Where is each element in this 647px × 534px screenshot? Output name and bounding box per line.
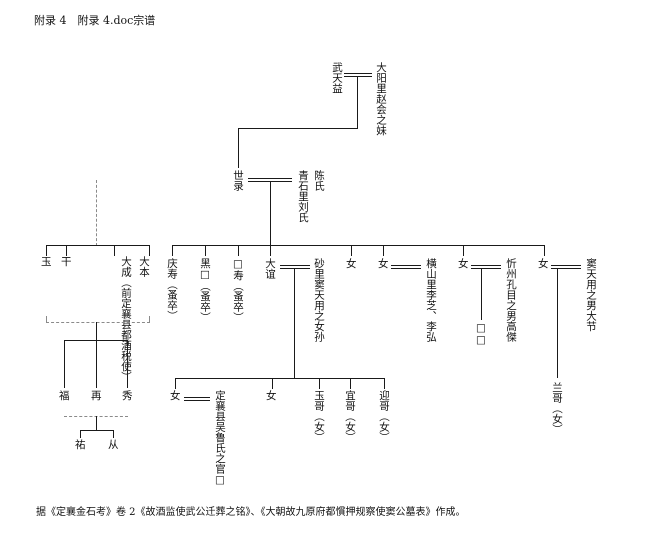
- marriage-line: [184, 397, 210, 398]
- person-left-fu: 福: [59, 390, 70, 402]
- person-nv4-child: 兰哥（女）: [551, 382, 563, 435]
- person-g3-nv2: 女: [266, 390, 277, 402]
- marriage-line: [471, 265, 501, 266]
- person-chen-shi: 陈氏: [313, 170, 325, 191]
- person-heizhen: 黑□（蚤卒）: [199, 258, 211, 323]
- tick-line: [350, 378, 351, 389]
- marriage-line: [471, 268, 501, 269]
- person-left-gan: 干: [61, 256, 72, 268]
- uncertain-descent-line: [96, 180, 97, 246]
- tick-line: [319, 378, 320, 389]
- person-left-cong: 从: [108, 439, 119, 451]
- person-left-yu: 玉: [41, 256, 52, 268]
- person-dafu: 大谊: [264, 258, 276, 279]
- marriage-line: [184, 400, 210, 401]
- tick-line: [384, 378, 385, 389]
- tick-line: [351, 245, 352, 256]
- tick-line: [149, 245, 150, 256]
- person-left-dacheng: 大成（前定襄县都酒税使）: [120, 256, 132, 382]
- descent-line: [557, 268, 558, 378]
- person-nv2-husband: 横山里李芝、李弘: [425, 258, 437, 342]
- person-nv1: 女: [346, 258, 357, 270]
- descent-line: [481, 268, 482, 320]
- tick-line: [80, 430, 81, 438]
- person-nv3-husband: 忻州孔目之男高傑: [505, 258, 517, 342]
- person-nv4-husband: 窦天用之男大节: [585, 258, 597, 332]
- person-zhao-wife: 大阳里赵会之妹: [375, 62, 387, 136]
- tick-line: [66, 245, 67, 256]
- tick-line: [96, 340, 97, 388]
- descent-line: [357, 76, 358, 128]
- tick-line: [127, 340, 128, 388]
- tick-line: [172, 245, 173, 256]
- person-left-daben: 大本: [138, 256, 150, 277]
- person-g3-nv1-husband: 定襄县吴鲁氏之官□: [214, 390, 226, 486]
- descent-line: [96, 416, 97, 430]
- person-nv4: 女: [538, 258, 549, 270]
- descent-line: [294, 268, 295, 378]
- tick-line: [46, 245, 47, 256]
- tick-line: [383, 245, 384, 256]
- tick-line: [272, 378, 273, 389]
- marriage-line: [551, 268, 581, 269]
- descent-line: [96, 322, 97, 340]
- tick-line: [149, 316, 150, 322]
- marriage-line: [391, 268, 421, 269]
- person-yinge: 迎哥（女）: [378, 390, 390, 443]
- source-footnote: 据《定襄金石考》卷 2《故酒监使武公迁葬之铭》、《大朝故九原府都慣押规察使窦公墓…: [36, 507, 466, 518]
- sibling-line: [175, 378, 385, 379]
- tick-line: [238, 245, 239, 256]
- marriage-line: [344, 73, 372, 74]
- person-dafu-wife: 砂里窦天用之女孙: [313, 258, 325, 342]
- tick-line: [64, 340, 65, 388]
- tick-line: [113, 430, 114, 438]
- tick-line: [544, 245, 545, 256]
- person-nv3: 女: [458, 258, 469, 270]
- page-header: 附录 4 附录 4.doc宗谱: [34, 14, 156, 27]
- person-yige: 宜哥（女）: [344, 390, 356, 443]
- marriage-line: [280, 268, 310, 269]
- marriage-line: [391, 265, 421, 266]
- marriage-line: [344, 76, 372, 77]
- tick-line: [114, 245, 115, 256]
- sibling-line: [80, 430, 114, 431]
- tick-line: [175, 378, 176, 389]
- sibling-line: [46, 245, 150, 246]
- person-nv2: 女: [378, 258, 389, 270]
- person-qingshou: 庆寿（蚤卒）: [166, 258, 178, 321]
- person-wu-tianyi: 武天益: [331, 62, 343, 94]
- person-yuge: 玉哥（女）: [313, 390, 325, 443]
- person-shilu: 世录: [232, 170, 244, 191]
- tick-line: [46, 316, 47, 322]
- marriage-line: [248, 178, 292, 179]
- person-mishou: □寿（蚤卒）: [232, 258, 244, 323]
- connector-line: [238, 128, 358, 129]
- person-liu-shi: 青石里刘氏: [297, 170, 309, 223]
- person-g3-nv1: 女: [170, 390, 181, 402]
- sibling-line: [172, 245, 545, 246]
- marriage-line: [280, 265, 310, 266]
- tick-line: [463, 245, 464, 256]
- tick-line: [270, 245, 271, 256]
- person-left-xiu: 秀: [122, 390, 133, 402]
- descent-line: [238, 128, 239, 168]
- uncertain-sibling-line: [46, 322, 150, 323]
- marriage-line: [551, 265, 581, 266]
- descent-line: [270, 181, 271, 245]
- person-nv3-child: □□: [475, 322, 487, 346]
- person-left-you: 祐: [75, 439, 86, 451]
- person-left-zai: 再: [91, 390, 102, 402]
- tick-line: [205, 245, 206, 256]
